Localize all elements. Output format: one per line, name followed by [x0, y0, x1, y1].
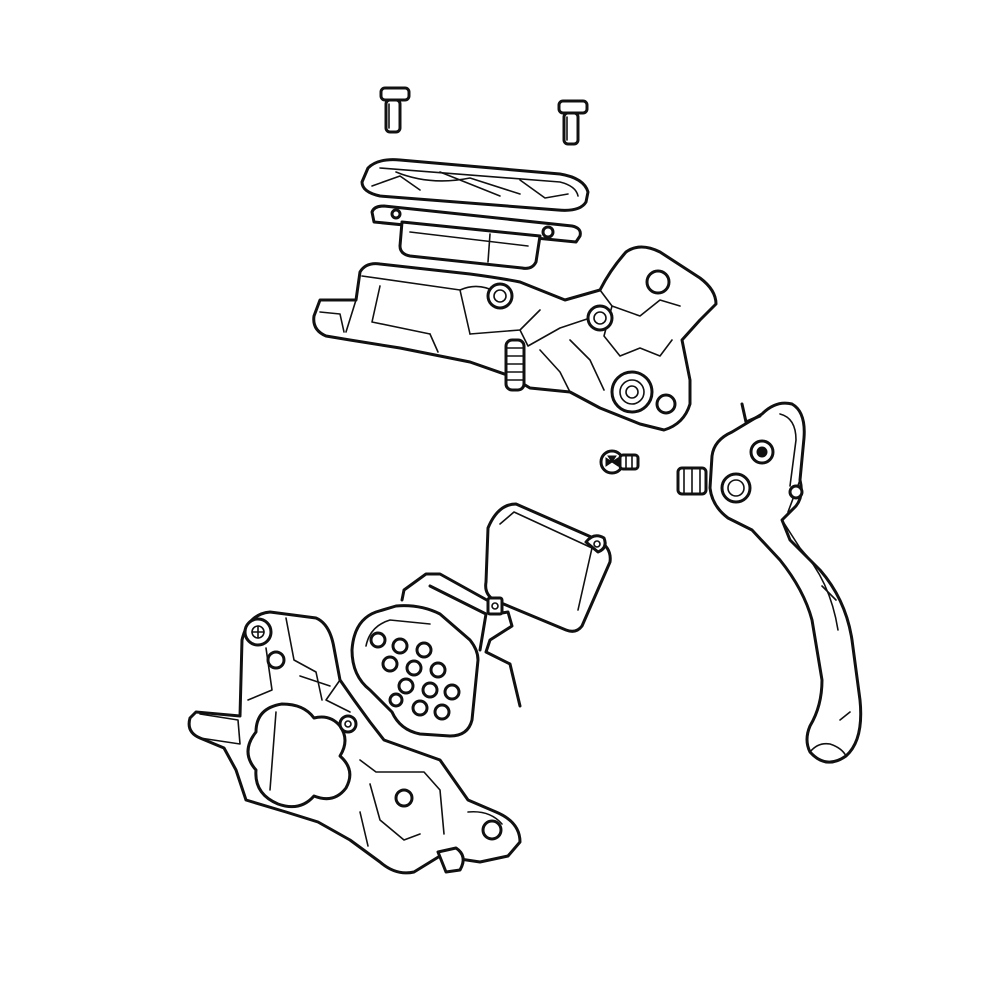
reservoir-diaphragm [370, 204, 582, 270]
reservoir-cover [360, 158, 590, 212]
brake-caliper [187, 610, 522, 875]
master-cylinder-body [312, 245, 718, 432]
brake-pad-outer [484, 502, 612, 633]
brake-pad-inner [350, 604, 480, 738]
reservoir-screw-left [379, 86, 411, 134]
reservoir-screw-right [557, 99, 589, 146]
lever-pivot-bolt [599, 449, 640, 475]
pad-spring-clip [400, 572, 522, 708]
brake-lever-blade [676, 401, 863, 764]
